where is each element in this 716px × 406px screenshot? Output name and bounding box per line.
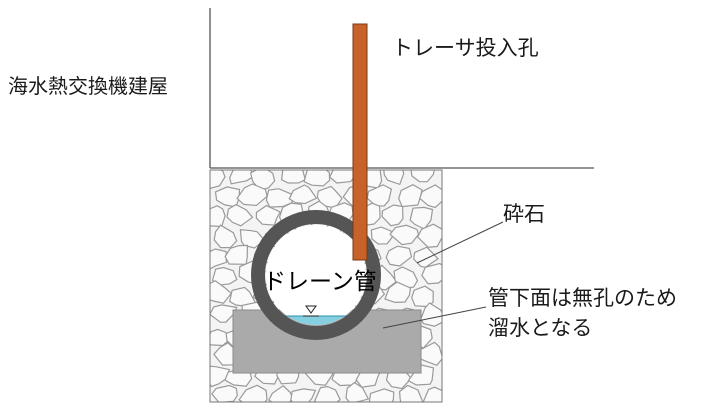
- gravel-stone: [239, 229, 266, 249]
- gravel-stone: [407, 364, 435, 386]
- tracer-hole-label: トレーサ投入孔: [392, 36, 539, 60]
- gravel-stone: [366, 184, 393, 207]
- gravel-stone: [280, 170, 306, 184]
- gravel-stone: [370, 226, 393, 245]
- water-note-line1: 管下面は無孔のため: [488, 286, 677, 310]
- gravel-stone: [210, 280, 233, 304]
- drain-pipe: [251, 210, 381, 340]
- gravel-stone: [398, 384, 424, 402]
- gravel-stone: [288, 184, 318, 205]
- gravel-stone: [422, 386, 442, 402]
- gravel-stone: [416, 223, 442, 248]
- drain-pipe-wall: [251, 210, 381, 340]
- water-note-line2: 溜水となる: [488, 316, 593, 340]
- gravel-stone: [411, 285, 434, 308]
- water-level-icon: [303, 305, 319, 317]
- drain-pipe-label: ドレーン管: [263, 269, 377, 295]
- gravel-stone: [210, 205, 226, 228]
- gravel-leader-line: [416, 221, 504, 264]
- gravel-stone: [290, 388, 317, 402]
- note-leader-line: [382, 306, 487, 329]
- gravel-stone: [226, 203, 254, 227]
- gravel-stone: [384, 281, 412, 304]
- gravel-stone: [211, 266, 238, 286]
- gravel-stone: [303, 170, 331, 187]
- gravel-stone: [368, 388, 395, 402]
- gravel-stone: [268, 385, 294, 402]
- gravel-stone: [381, 204, 404, 227]
- gravel-stone: [313, 385, 341, 402]
- gravel-stone: [224, 244, 249, 265]
- gravel-stone: [210, 365, 231, 388]
- gravel-label: 砕石: [503, 202, 545, 226]
- standing-water: [266, 316, 366, 325]
- gravel-stone: [383, 170, 405, 186]
- gravel-stone: [229, 170, 254, 185]
- gravel-stone: [210, 304, 238, 323]
- gravel-stone: [213, 224, 238, 249]
- gravel-stone: [255, 204, 281, 226]
- gravel-stone: [236, 183, 268, 207]
- building-label: 海水熱交換機建屋: [8, 74, 168, 98]
- gravel-stone: [210, 248, 227, 270]
- gravel-stone: [410, 170, 435, 183]
- tracer-injection-pipe: [352, 23, 368, 261]
- gravel-stone: [211, 384, 238, 402]
- gravel-stone: [328, 170, 357, 184]
- gravel-stone: [265, 188, 293, 208]
- gravel-stone: [413, 246, 439, 268]
- gravel-stone: [385, 245, 413, 267]
- gravel-stone: [389, 224, 420, 246]
- gravel-stone: [238, 384, 268, 402]
- gravel-stone: [421, 262, 442, 285]
- gravel-stone: [420, 302, 442, 327]
- gravel-stone: [345, 381, 370, 402]
- gravel-stone: [398, 184, 423, 208]
